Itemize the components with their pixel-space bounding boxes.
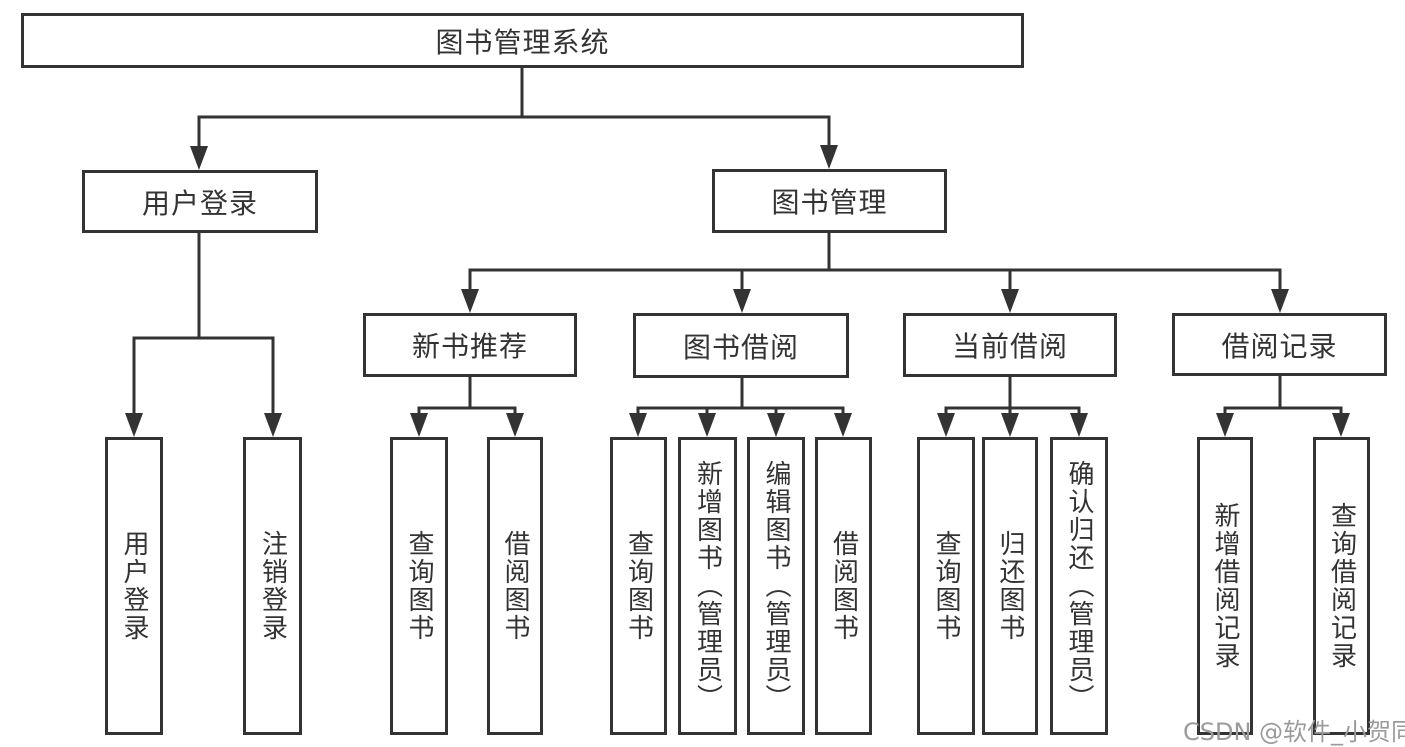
leaf-borrow-books: 借阅图书 [815, 437, 872, 735]
node-borrow-records: 借阅记录 [1172, 313, 1387, 376]
node-new-book-recommend: 新书推荐 [363, 313, 577, 377]
leaf-edit-book-admin: 编辑图书（管理员） [747, 437, 805, 735]
node-current-borrow: 当前借阅 [903, 313, 1117, 377]
leaf-return-book: 归还图书 [982, 437, 1038, 735]
leaf-logout: 注销登录 [243, 437, 302, 735]
csdn-watermark: CSDN @软件_小贺同学 [1183, 718, 1405, 746]
leaf-confirm-return-admin: 确认归还（管理员） [1050, 437, 1108, 735]
node-root-library-system: 图书管理系统 [21, 13, 1024, 68]
node-book-management: 图书管理 [712, 169, 947, 233]
leaf-user-login: 用户登录 [105, 437, 163, 735]
leaf-add-book-admin: 新增图书（管理员） [678, 437, 737, 735]
leaf-query-borrow-record: 查询借阅记录 [1313, 437, 1370, 735]
leaf-add-borrow-record: 新增借阅记录 [1197, 437, 1253, 735]
leaf-query-books-current: 查询图书 [917, 437, 975, 735]
leaf-query-books-borrow: 查询图书 [610, 437, 667, 735]
node-book-borrow: 图书借阅 [633, 313, 849, 378]
leaf-query-books-recommend: 查询图书 [390, 437, 448, 735]
leaf-borrow-books-recommend: 借阅图书 [487, 437, 543, 735]
node-user-login: 用户登录 [82, 170, 318, 233]
